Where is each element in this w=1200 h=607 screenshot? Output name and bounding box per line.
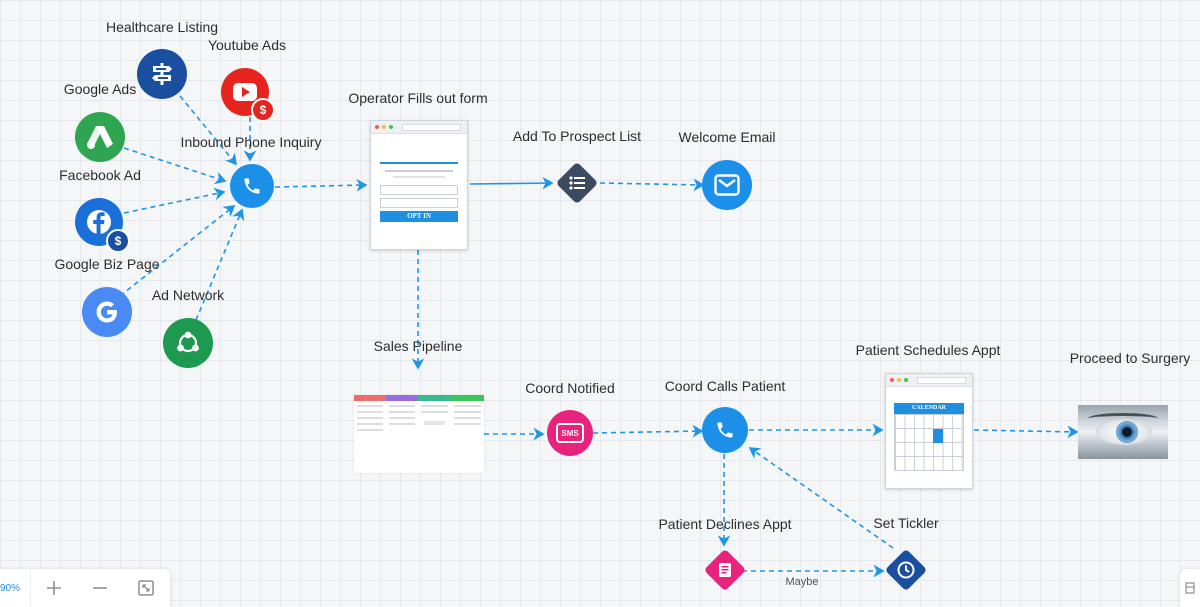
phone-icon[interactable] bbox=[230, 164, 274, 208]
opt-in-button[interactable]: OPT IN bbox=[380, 211, 458, 222]
list-icon[interactable] bbox=[555, 161, 599, 205]
calendar-header: CALENDAR bbox=[894, 403, 964, 414]
signpost-icon[interactable] bbox=[137, 49, 187, 99]
network-icon[interactable] bbox=[163, 318, 213, 368]
label-google-biz: Google Biz Page bbox=[54, 256, 160, 272]
calendar-icon[interactable]: CALENDAR bbox=[885, 373, 973, 489]
facebook-dollar-icon[interactable]: $ bbox=[75, 198, 130, 253]
label-set-tickler: Set Tickler bbox=[873, 515, 939, 531]
phone-icon[interactable] bbox=[702, 407, 748, 453]
minus-icon bbox=[93, 587, 107, 589]
zoom-out-button[interactable] bbox=[77, 569, 123, 607]
dollar-badge-icon: $ bbox=[106, 229, 130, 253]
email-icon[interactable] bbox=[702, 160, 752, 210]
google-ads-icon[interactable] bbox=[75, 112, 125, 162]
label-youtube-ads: Youtube Ads bbox=[207, 37, 287, 53]
zoom-in-button[interactable] bbox=[30, 569, 77, 607]
pipeline-board-icon[interactable] bbox=[354, 395, 484, 473]
label-proceed-surgery: Proceed to Surgery bbox=[1069, 350, 1191, 366]
dollar-badge-icon: $ bbox=[251, 98, 275, 122]
google-icon[interactable] bbox=[82, 287, 132, 337]
clock-icon[interactable] bbox=[884, 548, 928, 592]
form-icon[interactable]: OPT IN bbox=[370, 120, 468, 250]
label-google-ads: Google Ads bbox=[63, 81, 137, 97]
label-healthcare-listing: Healthcare Listing bbox=[105, 19, 219, 35]
label-prospect-list: Add To Prospect List bbox=[512, 128, 642, 144]
panel-icon bbox=[1185, 582, 1195, 594]
label-patient-declines: Patient Declines Appt bbox=[658, 516, 792, 532]
zoom-level: 90% bbox=[0, 582, 21, 594]
plus-icon bbox=[47, 581, 61, 595]
fit-screen-icon bbox=[138, 580, 154, 596]
label-inbound-phone: Inbound Phone Inquiry bbox=[180, 134, 322, 150]
zoom-toolbar: 90% bbox=[0, 569, 170, 607]
calendar-grid bbox=[894, 414, 964, 471]
label-sales-pipeline: Sales Pipeline bbox=[373, 338, 463, 354]
minimap-toggle-button[interactable] bbox=[1180, 569, 1200, 607]
label-patient-schedules: Patient Schedules Appt bbox=[855, 342, 1001, 358]
eye-surgery-image bbox=[1078, 405, 1168, 459]
label-maybe: Maybe bbox=[785, 576, 819, 588]
label-welcome-email: Welcome Email bbox=[678, 129, 776, 145]
label-ad-network: Ad Network bbox=[151, 287, 225, 303]
label-facebook-ad: Facebook Ad bbox=[59, 167, 141, 183]
sms-icon[interactable]: SMS bbox=[547, 410, 593, 456]
label-coord-calls: Coord Calls Patient bbox=[664, 378, 786, 394]
form-icon[interactable] bbox=[703, 548, 747, 592]
label-coord-notified: Coord Notified bbox=[525, 380, 615, 396]
youtube-dollar-icon[interactable]: $ bbox=[221, 68, 275, 122]
label-operator-form: Operator Fills out form bbox=[348, 90, 488, 106]
fit-screen-button[interactable] bbox=[123, 569, 169, 607]
